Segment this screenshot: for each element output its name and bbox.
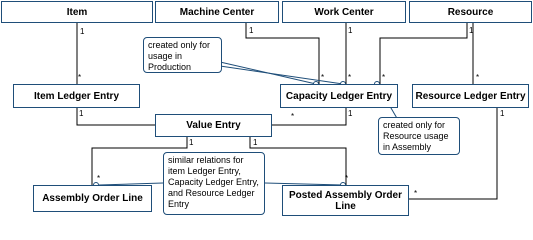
- multiplicity-label: 1: [249, 26, 254, 35]
- multiplicity-label: 1: [500, 109, 505, 118]
- entity-work-center: Work Center: [282, 1, 406, 23]
- entity-label: Machine Center: [179, 6, 255, 18]
- entity-value-entry: Value Entry: [155, 114, 272, 137]
- multiplicity-label: 1: [80, 27, 85, 36]
- multiplicity-label: 1: [348, 26, 353, 35]
- multiplicity-label: 1: [189, 138, 194, 147]
- multiplicity-label: *: [476, 73, 480, 82]
- entity-label: Posted Assembly Order Line: [288, 189, 402, 212]
- resource-to-capacity-ledger-line: [379, 23, 468, 84]
- note-text: created only for usage in Production: [148, 40, 211, 72]
- entity-item-ledger-entry: Item Ledger Entry: [13, 84, 140, 108]
- entity-label: Resource: [447, 6, 494, 18]
- entity-label: Item Ledger Entry: [33, 90, 120, 102]
- multiplicity-label: *: [321, 73, 325, 82]
- multiplicity-label: 1: [469, 26, 474, 35]
- multiplicity-label: 1: [348, 109, 353, 118]
- multiplicity-label: 1: [253, 138, 258, 147]
- multiplicity-label: *: [348, 73, 352, 82]
- entity-item: Item: [1, 1, 153, 23]
- entity-label: Capacity Ledger Entry: [285, 90, 393, 102]
- note-assembly: created only for Resource usage in Assem…: [378, 117, 460, 155]
- value-entry-to-capacity-ledger-line: [272, 108, 347, 126]
- value-entry-to-posted-assembly-line: [249, 137, 347, 185]
- note-production: created only for usage in Production: [143, 37, 222, 73]
- multiplicity-label: *: [97, 174, 101, 183]
- note-similar-relations: similar relations for item Ledger Entry,…: [163, 152, 265, 215]
- entity-resource-ledger-entry: Resource Ledger Entry: [412, 84, 529, 108]
- value-entry-to-item-ledger-line: [76, 108, 155, 126]
- similar-note-connector-1: [98, 182, 164, 186]
- note-text: created only for Resource usage in Assem…: [383, 120, 449, 152]
- machine-center-to-capacity-ledger-line: [245, 23, 320, 84]
- entity-machine-center: Machine Center: [155, 1, 279, 23]
- multiplicity-label: *: [78, 73, 82, 82]
- entity-label: Assembly Order Line: [42, 193, 143, 204]
- note-text: similar relations for item Ledger Entry,…: [168, 155, 259, 209]
- similar-note-connector-2: [264, 182, 344, 186]
- entity-resource: Resource: [409, 1, 532, 23]
- entity-label: Resource Ledger Entry: [415, 90, 526, 102]
- entity-label: Work Center: [314, 6, 374, 18]
- entity-label: Value Entry: [186, 120, 241, 131]
- entity-label: Item: [66, 6, 88, 18]
- resource-ledger-to-posted-assembly-line: [409, 108, 498, 200]
- multiplicity-label: *: [345, 174, 349, 183]
- entity-capacity-ledger-entry: Capacity Ledger Entry: [280, 84, 398, 108]
- entity-assembly-order-line: Assembly Order Line: [33, 185, 152, 212]
- production-note-connector-2: [219, 65, 344, 85]
- multiplicity-label: *: [382, 73, 386, 82]
- multiplicity-label: 1: [79, 109, 84, 118]
- entity-posted-assembly-order-line: Posted Assembly Order Line: [282, 185, 409, 216]
- value-entry-to-assembly-order-line: [91, 137, 188, 185]
- multiplicity-label: *: [414, 189, 418, 198]
- multiplicity-label: *: [291, 112, 295, 121]
